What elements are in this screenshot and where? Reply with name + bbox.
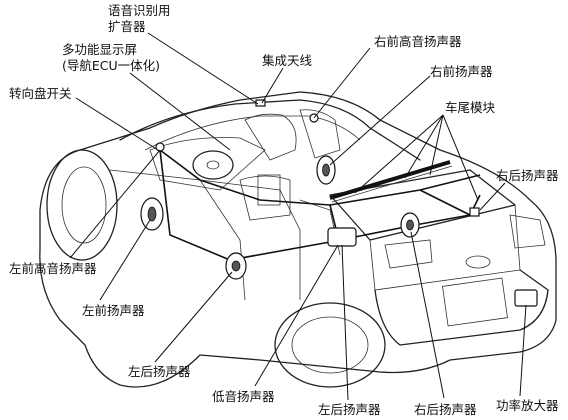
label-steering-switch: 转向盘开关 [9, 86, 72, 101]
label-rear-module: 车尾模块 [445, 100, 496, 115]
label-right-front-tweeter: 右前高音扬声器 [374, 34, 462, 49]
label-multi-display-line1: 多功能显示屏 [62, 42, 138, 57]
label-power-amplifier: 功率放大器 [496, 398, 559, 413]
label-voice-recognition-line2: 扩音器 [108, 19, 146, 34]
speakers [140, 99, 538, 307]
label-right-rear-speaker-bottom: 右后扬声器 [414, 402, 477, 417]
label-right-rear-speaker-top: 右后扬声器 [496, 168, 559, 183]
label-left-rear-speaker-mid: 左后扬声器 [128, 364, 191, 379]
label-left-front-tweeter: 左前高音扬声器 [9, 261, 97, 276]
label-integrated-antenna: 集成天线 [262, 53, 313, 68]
label-left-rear-speaker-bottom: 左后扬声器 [318, 402, 381, 417]
label-left-front-speaker: 左前扬声器 [82, 303, 145, 318]
rear-speaker-connector-graphic [469, 207, 480, 217]
leader-lines [69, 32, 527, 401]
car-body [39, 91, 557, 388]
label-voice-recognition-line1: 语音识别用 [108, 3, 171, 18]
label-subwoofer: 低音扬声器 [212, 389, 275, 404]
label-right-front-speaker: 右前扬声器 [430, 64, 493, 79]
subwoofer-graphic [327, 227, 357, 247]
left-tweeter-graphic [155, 142, 165, 152]
label-multi-display-line2: (导航ECU一体化) [62, 58, 161, 73]
power-amplifier-graphic [514, 289, 538, 307]
